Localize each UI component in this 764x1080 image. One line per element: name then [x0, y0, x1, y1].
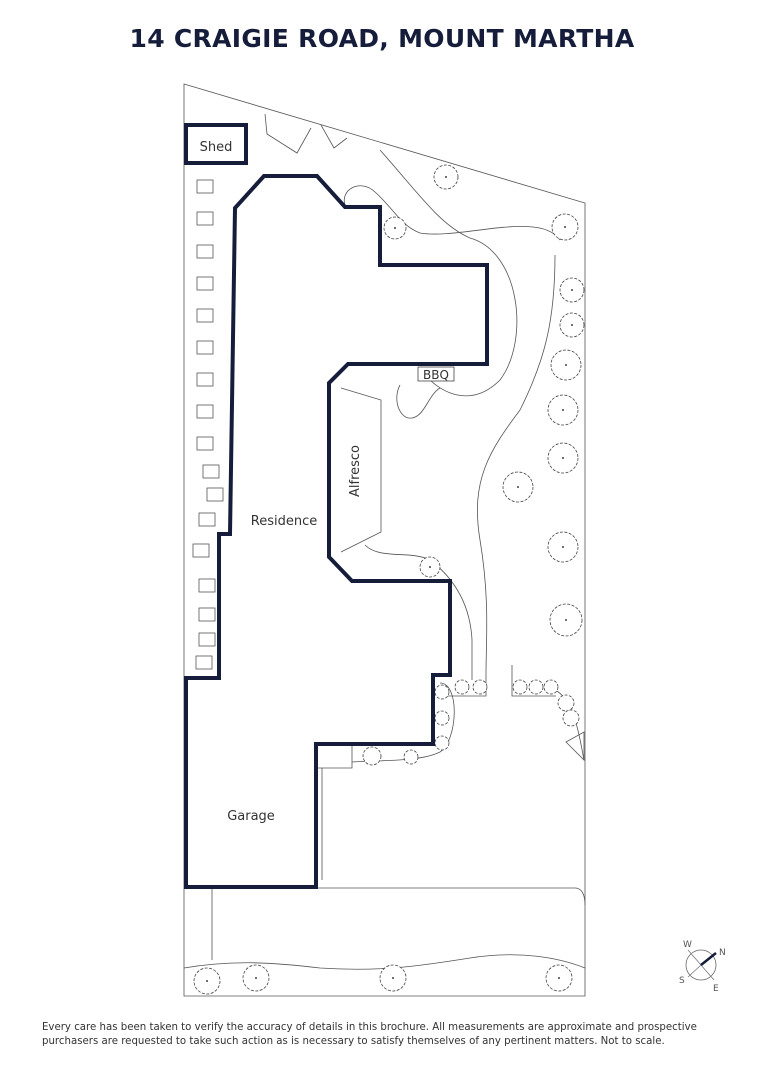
garage-label: Garage [227, 809, 275, 824]
compass: W N S E [679, 940, 726, 994]
compass-east: E [713, 984, 719, 994]
alfresco-label: Alfresco [348, 445, 363, 497]
compass-west: W [683, 940, 692, 950]
shed-outline [184, 123, 248, 165]
page-title: 14 CRAIGIE ROAD, MOUNT MARTHA [129, 24, 635, 53]
residence-label: Residence [251, 514, 317, 529]
gates [264, 113, 585, 761]
garden-bed-lines [183, 149, 586, 970]
compass-north: N [719, 948, 726, 958]
hedge-squares [192, 179, 224, 670]
residence-outline [184, 174, 489, 889]
trees [193, 164, 585, 995]
alfresco-area [340, 387, 382, 553]
bbq-label: BBQ [423, 368, 449, 382]
tree-centres [206, 176, 573, 982]
property-boundary [183, 83, 586, 997]
bbq-box [417, 366, 455, 382]
disclaimer-text: Every care has been taken to verify the … [42, 1022, 697, 1047]
compass-south: S [679, 976, 685, 986]
shed-label: Shed [200, 140, 233, 155]
